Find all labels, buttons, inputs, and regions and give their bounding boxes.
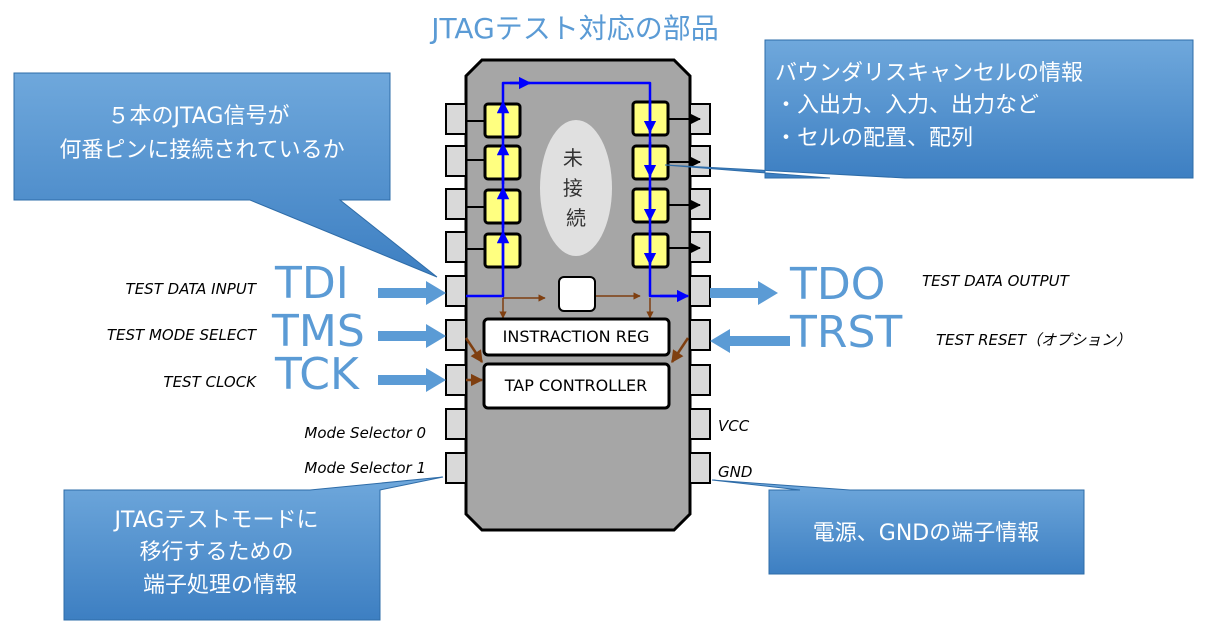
callout-boundary-line1: バウンダリスキャンセルの情報 (775, 61, 1083, 86)
callout-boundary-line2: ・入出力、入力、出力など (775, 93, 1039, 118)
tdi-label: TDI (274, 258, 349, 309)
signal-arrows (378, 281, 790, 392)
gnd-label: GND (718, 463, 752, 481)
tap-controller-label: TAP CONTROLLER (504, 376, 647, 395)
callout-pins-line1: ５本のJTAG信号が (108, 104, 290, 129)
trst-arrow (710, 329, 790, 353)
svg-text:５本のJTAG信号が 何番ピンに接続されているか: ５本のJTAG信号が 何番ピンに接続されているか (59, 104, 344, 163)
svg-text:JTAGテストモードに 移行するための: JTAGテストモードに 移行するための 端子処理の情報 (113, 508, 326, 598)
pin (445, 188, 467, 220)
pin (445, 319, 467, 351)
right-pins (689, 103, 711, 484)
callout-mode-line2: 移行するための (139, 540, 293, 565)
unconnected-label: 未 接 続 (563, 146, 589, 230)
callout-power-text: 電源、GNDの端子情報 (813, 521, 1039, 546)
tck-label: TCK (274, 349, 360, 400)
tck-description: TEST CLOCK (163, 373, 257, 391)
pin (445, 408, 467, 440)
tms-description: TEST MODE SELECT (107, 326, 258, 344)
pin (689, 452, 711, 484)
callout-mode-line1: JTAGテストモードに (113, 508, 319, 533)
pin (445, 103, 467, 135)
pin (689, 364, 711, 396)
instruction-register-label: INSTRACTION REG (503, 327, 650, 346)
pin (689, 408, 711, 440)
tdo-arrow (710, 281, 778, 305)
tap-controller (482, 362, 671, 410)
callout-power: 電源、GNDの端子情報 (711, 479, 1085, 575)
tms-arrow (378, 324, 446, 348)
unconnected-area (540, 120, 612, 256)
callout-boundary-scan: バウンダリスキャンセルの情報 ・入出力、入力、出力など ・セルの配置、配列 (664, 39, 1194, 179)
pin (689, 319, 711, 351)
vcc-label: VCC (718, 417, 750, 435)
svg-text:バウンダリスキャンセルの情報 ・入出力、入力、出: バウンダリスキャンセルの情報 ・入出力、入力、出力など ・セルの配置、配列 (775, 61, 1090, 151)
callout-boundary-line3: ・セルの配置、配列 (775, 126, 973, 151)
callout-pins-line2: 何番ピンに接続されているか (59, 138, 344, 163)
pin (445, 275, 467, 307)
pin (445, 145, 467, 177)
scan-chain-path (466, 76, 690, 303)
mode-selector-1-label: Mode Selector 1 (304, 459, 426, 477)
tck-arrow (378, 368, 446, 392)
tdi-arrow (378, 281, 446, 305)
trst-description: TEST RESET（オプション） (936, 331, 1131, 349)
mode-selector-0-label: Mode Selector 0 (304, 424, 426, 442)
callout-pin-mapping: ５本のJTAG信号が 何番ピンに接続されているか (13, 72, 438, 278)
diagram-title: JTAGテスト対応の部品 (429, 12, 719, 45)
trst-label: TRST (789, 307, 902, 358)
pin (445, 231, 467, 263)
bypass-register (558, 276, 596, 312)
tdi-description: TEST DATA INPUT (126, 280, 258, 298)
tms-label: TMS (271, 306, 365, 357)
left-pins (445, 103, 467, 484)
callout-mode-line3: 端子処理の情報 (143, 573, 297, 598)
pin (445, 364, 467, 396)
tdo-label: TDO (789, 259, 885, 310)
pin (445, 452, 467, 484)
callout-mode-selector: JTAGテストモードに 移行するための 端子処理の情報 (63, 476, 444, 621)
control-lines (464, 292, 690, 387)
pin (689, 275, 711, 307)
tdo-description: TEST DATA OUTPUT (922, 272, 1071, 290)
instruction-register (482, 317, 671, 357)
